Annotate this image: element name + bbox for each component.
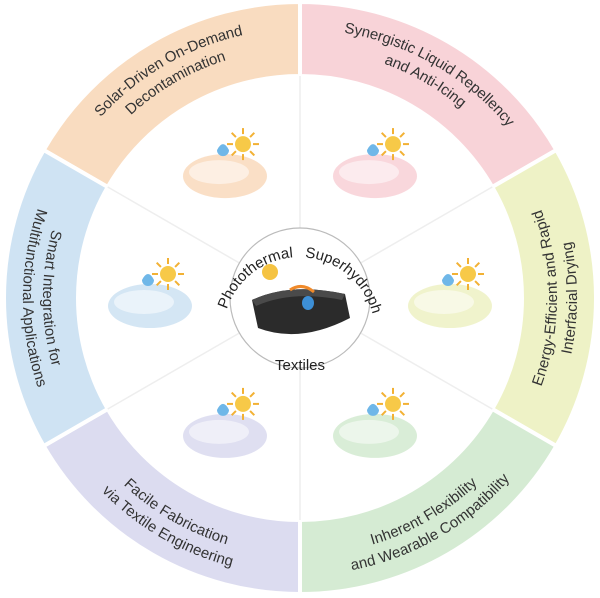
water-droplet-icon	[217, 403, 229, 416]
divider-line	[107, 332, 240, 410]
water-droplet-icon	[302, 296, 314, 310]
divider-line	[360, 332, 493, 410]
water-droplet-icon	[217, 144, 229, 157]
segment-label-dry-line-2: Interfacial Drying	[558, 241, 581, 356]
water-droplet-icon	[142, 274, 154, 286]
sun-icon	[452, 258, 484, 290]
water-droplet-icon	[367, 403, 379, 416]
illustrations	[108, 128, 492, 458]
divider-line	[360, 186, 493, 264]
center-label-textiles: Textiles	[275, 357, 325, 374]
sun-icon	[227, 128, 259, 161]
water-droplet-icon	[367, 144, 379, 157]
interfacial-drying-illustration	[408, 258, 492, 328]
textile-factory-illustration	[183, 387, 267, 458]
sun-icon	[377, 387, 409, 420]
dark-fabric-icon	[252, 264, 350, 335]
solar-decontamination-illustration	[183, 128, 267, 199]
water-droplet-icon	[442, 274, 454, 286]
smart-textile-chip-illustration	[108, 258, 192, 328]
sun-icon	[262, 264, 278, 280]
segment-label-text: Interfacial Drying	[558, 241, 581, 356]
divider-line	[107, 186, 240, 264]
sun-icon	[227, 387, 259, 420]
sun-icon	[377, 128, 409, 161]
sun-icon	[152, 258, 184, 290]
wearable-shirt-illustration	[333, 387, 417, 458]
anti-icing-fabric-illustration	[333, 128, 417, 199]
